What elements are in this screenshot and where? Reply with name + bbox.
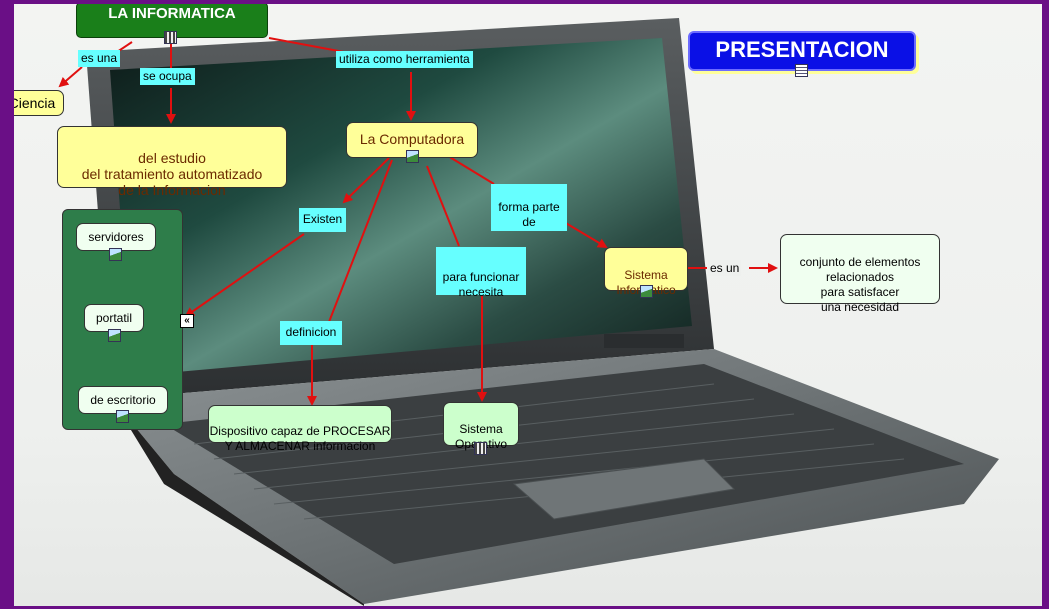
concept-computadora-label: La Computadora: [359, 131, 465, 147]
link-existen-label: Existen: [302, 212, 343, 226]
presentation-text: PRESENTACION: [715, 37, 889, 62]
film-resource-icon[interactable]: [164, 31, 177, 44]
link-utiliza[interactable]: utiliza como herramienta: [336, 51, 473, 68]
link-definicion[interactable]: definicion: [280, 321, 342, 345]
link-para-funcionar-label: para funcionar necesita: [442, 270, 520, 299]
link-forma-parte-label: forma parte de: [498, 200, 560, 229]
concept-escritorio-label: de escritorio: [90, 393, 156, 407]
concept-conjunto[interactable]: conjunto de elementos relacionados para …: [780, 234, 940, 314]
link-es-una-label: es una: [81, 51, 118, 65]
concept-portatil-label: portatil: [95, 311, 133, 325]
concept-servidores[interactable]: servidores: [76, 223, 156, 251]
link-utiliza-label: utiliza como herramienta: [339, 52, 470, 66]
concept-map-canvas: LA INFORMATICA PRESENTACION Ciencia del …: [14, 4, 1042, 606]
link-forma-parte[interactable]: forma parte de: [491, 184, 567, 231]
image-resource-icon[interactable]: [116, 410, 129, 423]
link-definicion-label: definicion: [285, 325, 337, 339]
link-es-una[interactable]: es una: [78, 50, 121, 67]
concept-servidores-label: servidores: [88, 230, 144, 244]
concept-ciencia[interactable]: Ciencia: [14, 90, 64, 116]
concept-dispositivo[interactable]: Dispositivo capaz de PROCESAR Y ALMACENA…: [208, 405, 392, 453]
image-resource-icon[interactable]: [109, 248, 122, 261]
link-para-funcionar[interactable]: para funcionar necesita: [436, 247, 526, 299]
concept-ciencia-label: Ciencia: [14, 95, 56, 111]
concept-dispositivo-label: Dispositivo capaz de PROCESAR Y ALMACENA…: [209, 424, 391, 453]
concept-sistema-informatico[interactable]: Sistema Informatico: [604, 247, 688, 297]
film-resource-icon[interactable]: [474, 442, 487, 455]
concept-sistema-operativo[interactable]: Sistema Operativo: [443, 402, 519, 451]
link-se-ocupa[interactable]: se ocupa: [140, 68, 195, 85]
concept-portatil[interactable]: portatil: [84, 304, 144, 332]
link-es-un[interactable]: es un: [708, 260, 742, 276]
concept-conjunto-label: conjunto de elementos relacionados para …: [799, 255, 921, 314]
image-resource-icon[interactable]: [406, 150, 419, 163]
link-se-ocupa-label: se ocupa: [143, 69, 192, 83]
image-resource-icon[interactable]: [108, 329, 121, 342]
concept-computadora[interactable]: La Computadora: [346, 122, 478, 158]
concept-estudio[interactable]: del estudio del tratamiento automatizado…: [57, 126, 287, 198]
image-resource-icon[interactable]: [640, 285, 653, 298]
collapse-group-button[interactable]: «: [180, 314, 194, 328]
link-existen[interactable]: Existen: [299, 208, 346, 232]
link-es-un-label: es un: [710, 261, 740, 275]
document-resource-icon[interactable]: [795, 64, 808, 77]
concept-estudio-label: del estudio del tratamiento automatizado…: [81, 150, 263, 198]
title-text: LA INFORMATICA: [108, 5, 236, 22]
